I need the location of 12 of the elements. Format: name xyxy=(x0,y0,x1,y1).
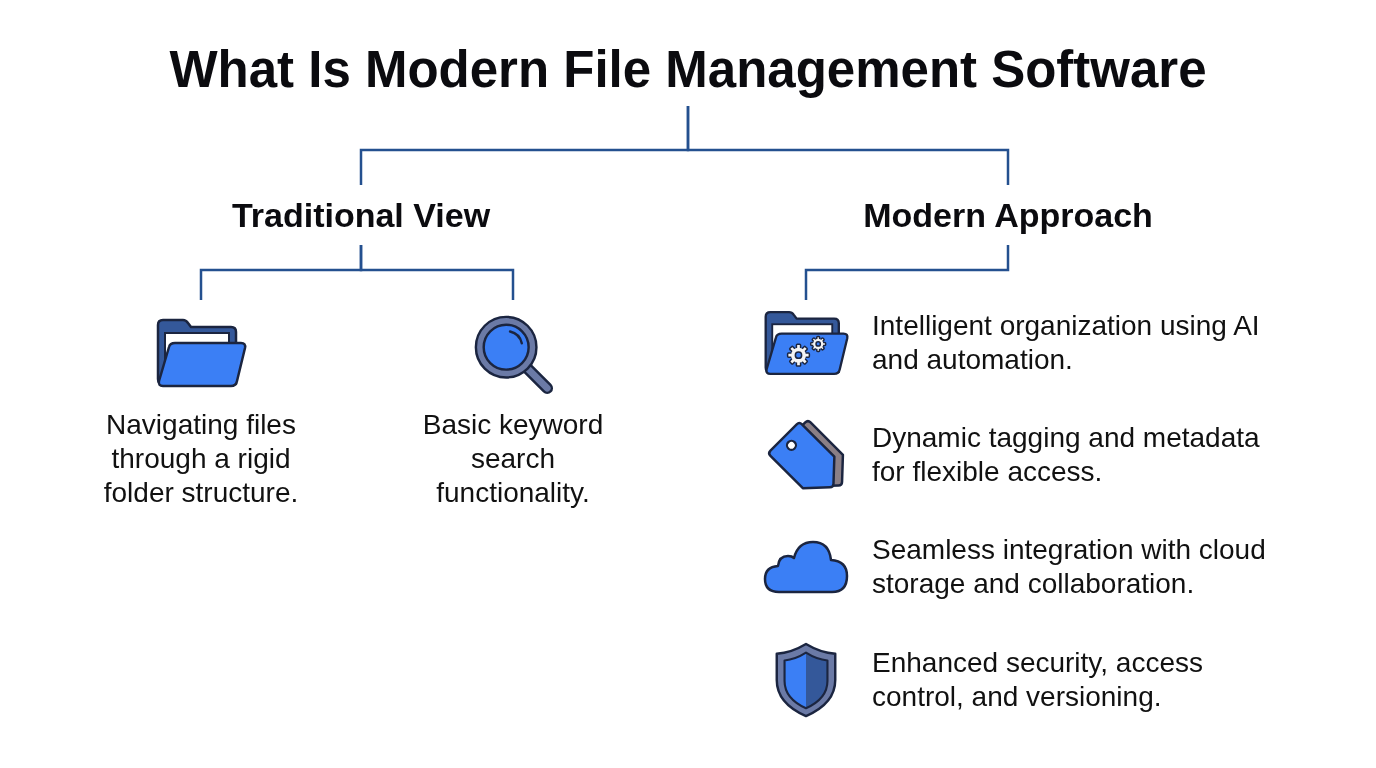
connector-line xyxy=(804,245,1010,300)
item-description: Navigating files through a rigid folder structure. xyxy=(102,408,300,510)
connector-line xyxy=(359,245,515,300)
branch-heading: Modern Approach xyxy=(863,195,1153,236)
branch-heading: Traditional View xyxy=(231,195,491,236)
item-description: Dynamic tagging and metadata for flexible access. xyxy=(872,421,1261,489)
item-description: Seamless integration with cloud storage and collaboration. xyxy=(872,533,1267,601)
item-description: Intelligent organization using AI and automation. xyxy=(872,309,1261,377)
item-description: Enhanced security, access control, and versioning. xyxy=(872,646,1204,714)
connector-line xyxy=(686,106,1010,185)
item-description: Basic keyword search functionality. xyxy=(421,408,605,510)
root-topic-label: What Is Modern File Management Software xyxy=(169,40,1207,100)
